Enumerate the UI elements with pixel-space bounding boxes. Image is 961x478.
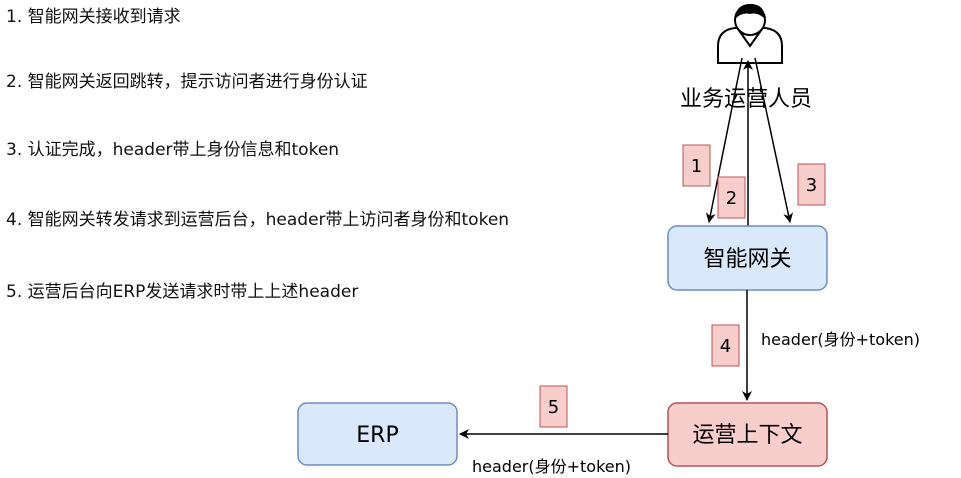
arrow-request-to-gateway: [705, 57, 743, 223]
edge-label-ops-to-erp: header(身份+token): [472, 457, 631, 476]
badge-2-label: 2: [726, 188, 737, 209]
erp-label: ERP: [356, 423, 398, 448]
ops-node: 运营上下文: [667, 402, 828, 467]
badge-4: 4: [711, 324, 740, 367]
badge-2: 2: [717, 176, 746, 219]
badge-3-label: 3: [806, 175, 817, 196]
erp-node: ERP: [297, 402, 458, 466]
badge-4-label: 4: [720, 336, 731, 357]
step-1-text: 1. 智能网关接收到请求: [6, 7, 181, 27]
gateway-label: 智能网关: [703, 247, 791, 272]
badge-1: 1: [682, 144, 711, 187]
step-4-text: 4. 智能网关转发请求到运营后台，header带上访问者身份和token: [6, 210, 510, 230]
step-3-text: 3. 认证完成，header带上身份信息和token: [6, 140, 340, 160]
badge-5: 5: [539, 385, 568, 428]
badge-5-label: 5: [548, 397, 559, 418]
gateway-node: 智能网关: [667, 225, 828, 291]
step-5-text: 5. 运营后台向ERP发送请求时带上上述header: [6, 282, 359, 302]
badge-3: 3: [797, 163, 826, 206]
person-icon: [717, 4, 783, 64]
badge-1-label: 1: [691, 156, 702, 177]
arrow-auth-to-gateway: [754, 57, 794, 223]
ops-label: 运营上下文: [692, 423, 802, 448]
actor-label: 业务运营人员: [680, 87, 812, 112]
edge-label-gateway-to-ops: header(身份+token): [761, 330, 920, 349]
step-2-text: 2. 智能网关返回跳转，提示访问者进行身份认证: [6, 72, 368, 92]
